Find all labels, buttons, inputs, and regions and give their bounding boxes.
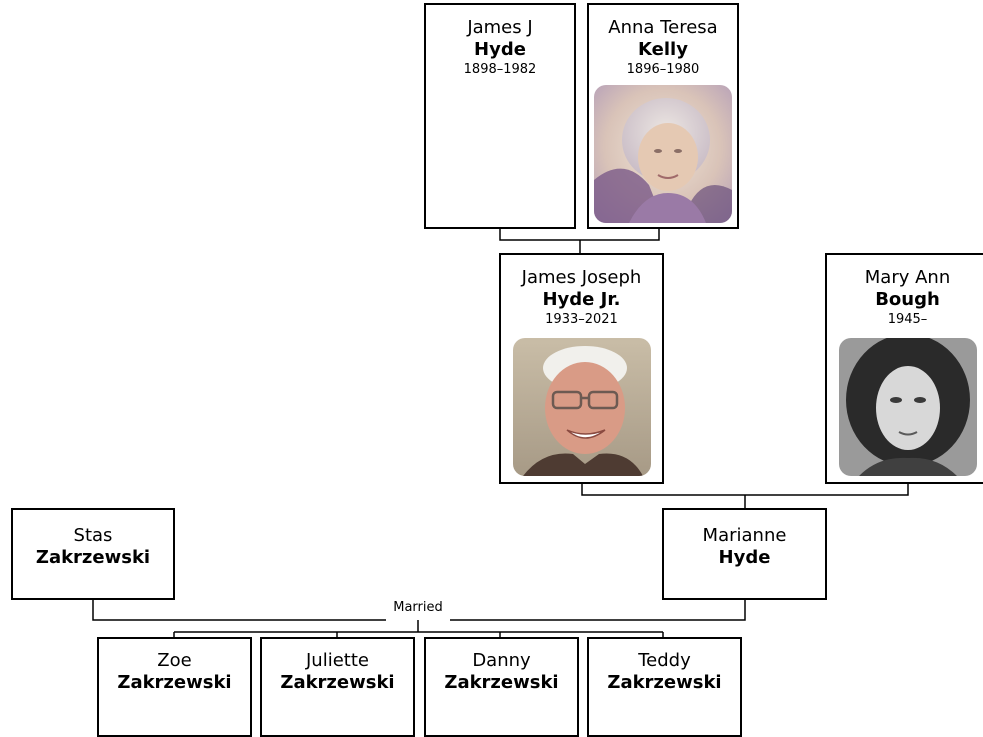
tree-connector-lines [92, 228, 909, 638]
surname: Hyde [718, 547, 771, 568]
family-tree-canvas: Married James J Hyde 1898–1982 Anna Tere… [11, 3, 983, 737]
given-name: Teddy [638, 650, 691, 671]
surname: Hyde Jr. [542, 289, 621, 310]
person-node-stas-zakrzewski[interactable]: Stas Zakrzewski [11, 508, 175, 600]
connector-parents [581, 483, 909, 510]
person-node-danny-zakrzewski[interactable]: Danny Zakrzewski [424, 637, 579, 737]
life-dates: 1945– [887, 312, 928, 327]
given-name: Danny [472, 650, 531, 671]
given-name: Juliette [306, 650, 369, 671]
surname: Zakrzewski [280, 672, 395, 693]
portrait-photo [513, 338, 651, 476]
surname: Hyde [474, 39, 526, 60]
given-name: Marianne [702, 525, 787, 546]
surname: Bough [875, 289, 940, 310]
portrait-photo [839, 338, 977, 476]
person-node-james-joseph-hyde-jr[interactable]: James Joseph Hyde Jr. 1933–2021 [499, 253, 664, 484]
person-node-zoe-zakrzewski[interactable]: Zoe Zakrzewski [97, 637, 252, 737]
person-node-mary-ann-bough[interactable]: Mary Ann Bough 1945– [825, 253, 983, 484]
given-name: Stas [73, 525, 113, 546]
given-name: Zoe [157, 650, 192, 671]
life-dates: 1896–1980 [626, 62, 700, 77]
surname: Kelly [638, 39, 688, 60]
surname: Zakrzewski [444, 672, 559, 693]
person-node-marianne-hyde[interactable]: Marianne Hyde [662, 508, 827, 600]
person-node-james-j-hyde[interactable]: James J Hyde 1898–1982 [424, 3, 576, 229]
person-node-teddy-zakrzewski[interactable]: Teddy Zakrzewski [587, 637, 742, 737]
connector-children [173, 620, 664, 638]
given-name: James J [467, 17, 533, 38]
connector-married [92, 599, 746, 621]
given-name: Anna Teresa [608, 17, 718, 38]
surname: Zakrzewski [117, 672, 232, 693]
given-name: Mary Ann [864, 267, 951, 288]
person-node-anna-teresa-kelly[interactable]: Anna Teresa Kelly 1896–1980 [587, 3, 739, 229]
married-label: Married [391, 600, 445, 615]
given-name: James Joseph [521, 267, 642, 288]
surname: Zakrzewski [607, 672, 722, 693]
life-dates: 1933–2021 [545, 312, 618, 327]
portrait-photo [594, 85, 732, 223]
life-dates: 1898–1982 [463, 62, 537, 77]
surname: Zakrzewski [35, 547, 151, 568]
person-node-juliette-zakrzewski[interactable]: Juliette Zakrzewski [260, 637, 415, 737]
connector-grandparents [499, 228, 660, 254]
